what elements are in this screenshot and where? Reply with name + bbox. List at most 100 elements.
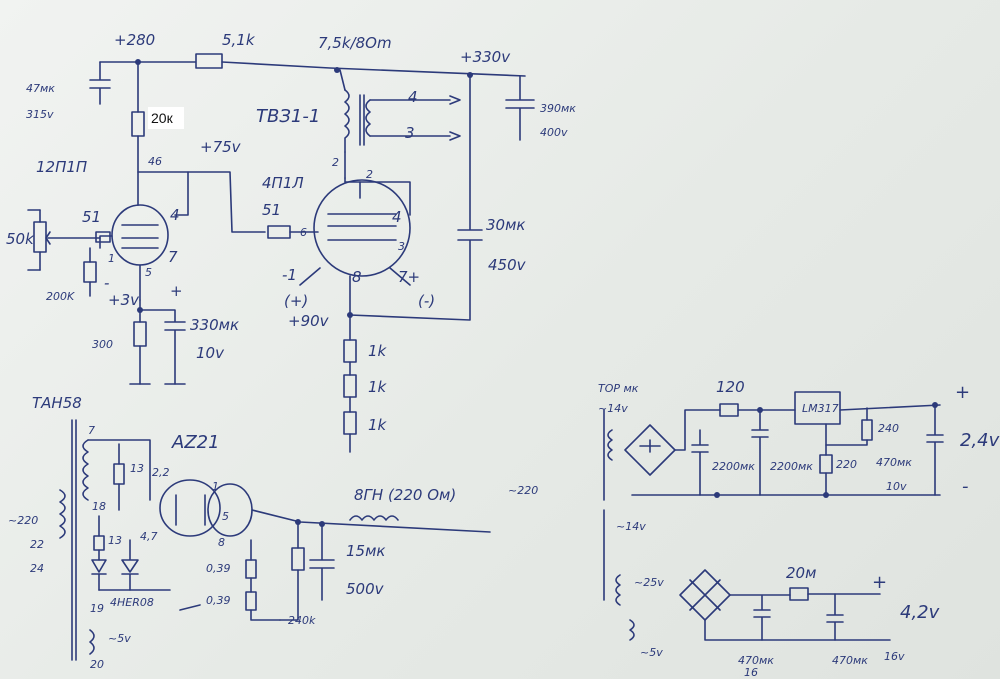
label-n46: 46: [148, 155, 162, 168]
regulator-caps: [691, 402, 944, 498]
label-c15v: 500v: [346, 580, 385, 598]
label-n13a: 13: [130, 462, 144, 475]
resistor-value-sticker: 20к: [148, 107, 184, 129]
label-v75: +75v: [200, 138, 242, 156]
label-tube1: 12П1П: [36, 158, 87, 176]
filter-caps: [279, 515, 399, 621]
label-n7b: 7: [88, 424, 95, 437]
label-c15: 15мк: [346, 542, 385, 560]
label-c47: 47мк: [26, 82, 55, 95]
label-r240b: 240: [878, 422, 899, 435]
label-gn: 8ГН (220 Ом): [354, 486, 456, 504]
label-c470cv: 16v: [884, 650, 905, 663]
label-v90: +90v: [288, 312, 330, 330]
bridge-rectifier-1: [603, 391, 941, 601]
label-n13b: 13: [108, 534, 122, 547]
label-tor: ТОР мк: [598, 382, 639, 395]
label-r1k2: 1k: [368, 378, 388, 396]
label-v220b: ~220: [508, 484, 538, 497]
tube1-cathode: [129, 299, 186, 385]
label-n20: 20: [90, 658, 104, 671]
bridge-rectifier-2: [615, 569, 891, 641]
label-n5: 5: [145, 266, 152, 279]
kenotron-az21: [159, 479, 491, 537]
label-tube2: 4П1Л: [262, 174, 304, 192]
label-mn: -: [104, 274, 109, 292]
label-n7a: 7: [168, 248, 178, 266]
pot-50k: [27, 209, 111, 271]
r-200k: [83, 247, 97, 297]
label-n1a: 1: [108, 252, 115, 265]
label-c470bv: 16: [744, 666, 758, 679]
label-n5b: 5: [222, 510, 229, 523]
label-her: 4HER08: [110, 596, 154, 609]
label-sec3: 3: [405, 124, 415, 142]
label-v330: +330v: [460, 48, 511, 66]
label-v5: ~5v: [108, 632, 131, 645]
label-c470c: 470мк: [832, 654, 868, 667]
label-c30v: 450v: [488, 256, 527, 274]
label-n1b: 1: [212, 480, 219, 493]
label-c470b: 470мк: [738, 654, 774, 667]
label-c390: 390мк: [540, 102, 576, 115]
tube2: [267, 177, 411, 318]
label-r200k: 200K: [46, 290, 75, 303]
label-r300: 300: [92, 338, 113, 351]
label-n3: 3: [398, 240, 405, 253]
label-plus1: (+): [284, 292, 308, 310]
diode-rectifier: [91, 443, 201, 611]
label-n18: 18: [92, 500, 106, 513]
label-c390v: 400v: [540, 126, 568, 139]
label-m1: -1: [282, 266, 297, 284]
label-r220: 220: [836, 458, 857, 471]
label-c2200b: 2200мк: [770, 460, 813, 473]
label-n4b: 4: [392, 208, 402, 226]
label-n22a: 2,2: [152, 466, 170, 479]
label-c330: 330мк: [190, 316, 239, 334]
label-r240: 240k: [288, 614, 316, 627]
label-n22b: 22: [30, 538, 44, 551]
label-p7: 7+: [398, 268, 420, 286]
power-transformer: [59, 419, 151, 661]
output-transformer: [339, 69, 461, 179]
tube1: [99, 204, 169, 301]
label-v14: ~14v: [598, 402, 628, 415]
label-n47: 4,7: [140, 530, 158, 543]
label-r51a: 51: [82, 208, 101, 226]
label-r039a: 0,39: [206, 562, 231, 575]
label-n19: 19: [90, 602, 104, 615]
label-c330v: 10v: [196, 344, 225, 362]
label-r039b: 0,39: [206, 594, 231, 607]
cap-30uF: [349, 74, 483, 321]
label-r20: 20м: [786, 564, 816, 582]
label-lm: LM317: [802, 402, 839, 415]
label-pl: +: [170, 282, 183, 300]
label-r1k3: 1k: [368, 416, 388, 434]
label-n4a: 4: [170, 206, 180, 224]
cathode-resistors: [343, 314, 357, 453]
label-v42: 4,2v: [900, 602, 940, 623]
label-v220a: ~220: [8, 514, 38, 527]
label-plus3: +: [872, 572, 887, 593]
label-n6: 6: [300, 226, 307, 239]
label-minus2: -: [962, 476, 969, 497]
label-tan: ТАН58: [32, 394, 82, 412]
label-n8a: 8: [352, 268, 362, 286]
tube1-anode-chain: [131, 61, 266, 233]
label-c2200a: 2200мк: [712, 460, 755, 473]
label-n8b: 8: [218, 536, 225, 549]
label-r51k: 5,1k: [222, 31, 256, 49]
cap-390uF: [505, 75, 535, 141]
top-rail: [99, 53, 526, 78]
label-v3: +3v: [108, 291, 140, 309]
label-c470a: 470мк: [876, 456, 912, 469]
label-c470av: 10v: [886, 480, 907, 493]
label-sec4: 4: [408, 88, 418, 106]
labels: +280 5,1k 7,5k/8Om +330v 47мк 315v 390мк…: [6, 31, 1000, 679]
label-n2b: 2: [366, 168, 373, 181]
cap-47uF: [89, 61, 111, 105]
label-r51b: 51: [262, 201, 281, 219]
label-v280: +280: [114, 31, 155, 49]
label-n24: 24: [30, 562, 44, 575]
